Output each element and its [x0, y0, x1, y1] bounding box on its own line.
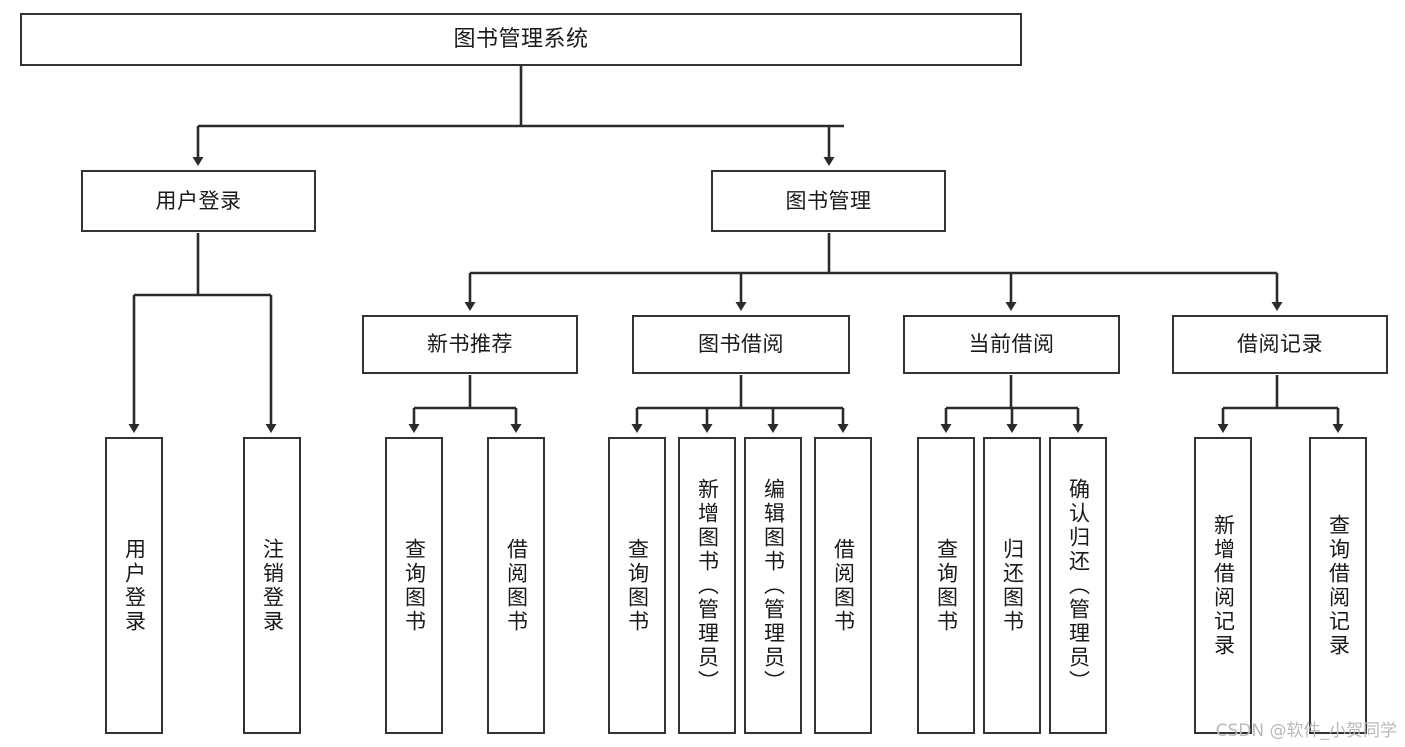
node-book-manage-label: 图书管理: [785, 188, 872, 213]
leaf-borrow-book-1-label: 借阅图书: [504, 537, 529, 634]
leaf-query-record-label: 查询借阅记录: [1326, 513, 1351, 658]
leaf-user-login-label: 用户登录: [122, 537, 147, 634]
leaf-return-book[interactable]: 归还图书: [983, 437, 1041, 734]
node-book-borrow-label: 图书借阅: [698, 332, 784, 357]
leaf-query-book-2[interactable]: 查询图书: [608, 437, 666, 734]
leaf-borrow-book-2-label: 借阅图书: [831, 537, 856, 634]
leaf-add-book-label: 新增图书（管理员）: [695, 477, 720, 694]
csdn-watermark: CSDN @软件_小贺同学: [1215, 721, 1397, 741]
leaf-query-record[interactable]: 查询借阅记录: [1309, 437, 1367, 734]
node-book-manage[interactable]: 图书管理: [711, 170, 946, 232]
leaf-borrow-book-2[interactable]: 借阅图书: [814, 437, 872, 734]
leaf-edit-book[interactable]: 编辑图书（管理员）: [744, 437, 802, 734]
node-root[interactable]: 图书管理系统: [20, 13, 1022, 66]
node-current-borrow-label: 当前借阅: [968, 332, 1055, 357]
leaf-add-record-label: 新增借阅记录: [1211, 513, 1236, 658]
leaf-query-book-2-label: 查询图书: [625, 537, 650, 634]
leaf-query-book-1[interactable]: 查询图书: [385, 437, 443, 734]
leaf-user-logout-label: 注销登录: [260, 537, 285, 634]
leaf-confirm-return-label: 确认归还（管理员）: [1066, 477, 1091, 694]
leaf-edit-book-label: 编辑图书（管理员）: [761, 477, 786, 694]
node-user-login-label: 用户登录: [155, 188, 242, 213]
node-borrow-record-label: 借阅记录: [1237, 332, 1323, 357]
node-borrow-record[interactable]: 借阅记录: [1172, 315, 1388, 374]
leaf-confirm-return[interactable]: 确认归还（管理员）: [1049, 437, 1107, 734]
node-book-borrow[interactable]: 图书借阅: [632, 315, 850, 374]
leaf-query-book-3[interactable]: 查询图书: [917, 437, 975, 734]
leaf-query-book-1-label: 查询图书: [402, 537, 427, 634]
leaf-borrow-book-1[interactable]: 借阅图书: [487, 437, 545, 734]
node-new-book-rec-label: 新书推荐: [427, 332, 513, 357]
leaf-query-book-3-label: 查询图书: [934, 537, 959, 634]
leaf-add-book[interactable]: 新增图书（管理员）: [678, 437, 736, 734]
node-new-book-rec[interactable]: 新书推荐: [362, 315, 578, 374]
leaf-user-login[interactable]: 用户登录: [105, 437, 163, 734]
node-user-login[interactable]: 用户登录: [81, 170, 316, 232]
leaf-user-logout[interactable]: 注销登录: [243, 437, 301, 734]
leaf-add-record[interactable]: 新增借阅记录: [1194, 437, 1252, 734]
node-root-label: 图书管理系统: [453, 26, 589, 52]
leaf-return-book-label: 归还图书: [1000, 537, 1025, 634]
node-current-borrow[interactable]: 当前借阅: [903, 315, 1120, 374]
